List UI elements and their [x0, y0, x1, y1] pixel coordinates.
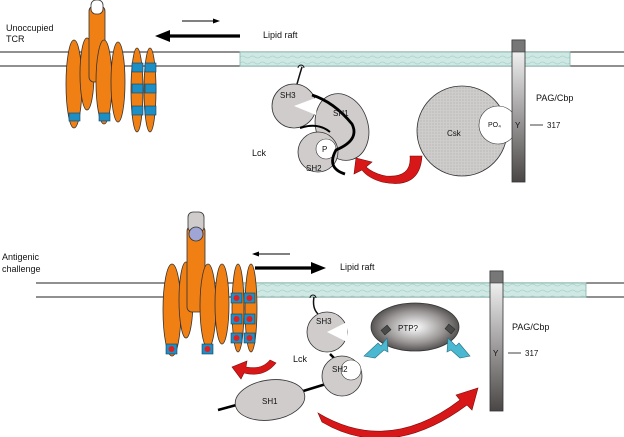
y-label-bottom: Y: [493, 349, 499, 358]
panel-antigenic-challenge: Antigenic challenge: [2, 211, 624, 437]
ptp-dephospho-arrows: [363, 323, 471, 359]
po4-label: PO₄: [488, 122, 501, 129]
residue-317-top: 317: [547, 121, 561, 130]
raft-direction-arrows-top: [155, 18, 240, 42]
pag-label-bottom: PAG/Cbp: [512, 322, 549, 332]
p-label-top: P: [322, 145, 327, 154]
sh1-label-bottom: SH1: [262, 397, 278, 406]
pag-label-top: PAG/Cbp: [536, 93, 573, 103]
lck-label-bottom: Lck: [293, 354, 308, 364]
sh2-label-bottom: SH2: [332, 365, 348, 374]
state-label-top-line2: TCR: [6, 34, 25, 44]
residue-317-bottom: 317: [525, 349, 539, 358]
red-arrow-large: [317, 387, 479, 437]
lck-kinase-top: [271, 64, 370, 176]
csk-label: Csk: [447, 129, 462, 138]
lck-kinase-bottom: [217, 294, 363, 421]
ptp-label: PTP?: [398, 324, 419, 333]
sh3-label-top: SH3: [280, 91, 296, 100]
state-label-bottom-line1: Antigenic: [2, 252, 40, 262]
sh2-label-top: SH2: [306, 164, 322, 173]
itam-blocks-top: [68, 62, 157, 122]
antigen-ligand: [188, 226, 204, 242]
lipid-raft-top: [239, 51, 571, 67]
red-arrow-small: [231, 359, 277, 380]
lck-label-top: Lck: [252, 148, 267, 158]
state-label-top-line1: Unoccupied: [6, 23, 54, 33]
sh1-label-top: SH1: [333, 109, 349, 118]
raft-direction-arrows-bottom: [252, 251, 326, 274]
panel-unoccupied-tcr: Unoccupied TCR: [0, 0, 624, 184]
lipid-raft-label-top: Lipid raft: [263, 30, 298, 40]
ptp-phosphatase: [370, 302, 460, 352]
y-label-top: Y: [515, 121, 521, 130]
tcr-complex-bottom: [162, 211, 258, 357]
lipid-raft-bottom: [239, 282, 587, 298]
state-label-bottom-line2: challenge: [2, 264, 41, 274]
lipid-raft-label-bottom: Lipid raft: [340, 262, 375, 272]
phospho-itam-blocks: [165, 292, 256, 355]
pag-cbp-bottom: [489, 270, 521, 412]
red-arrow-top: [353, 155, 423, 184]
pag-cbp-top: [511, 39, 543, 183]
sh3-label-bottom: SH3: [316, 317, 332, 326]
